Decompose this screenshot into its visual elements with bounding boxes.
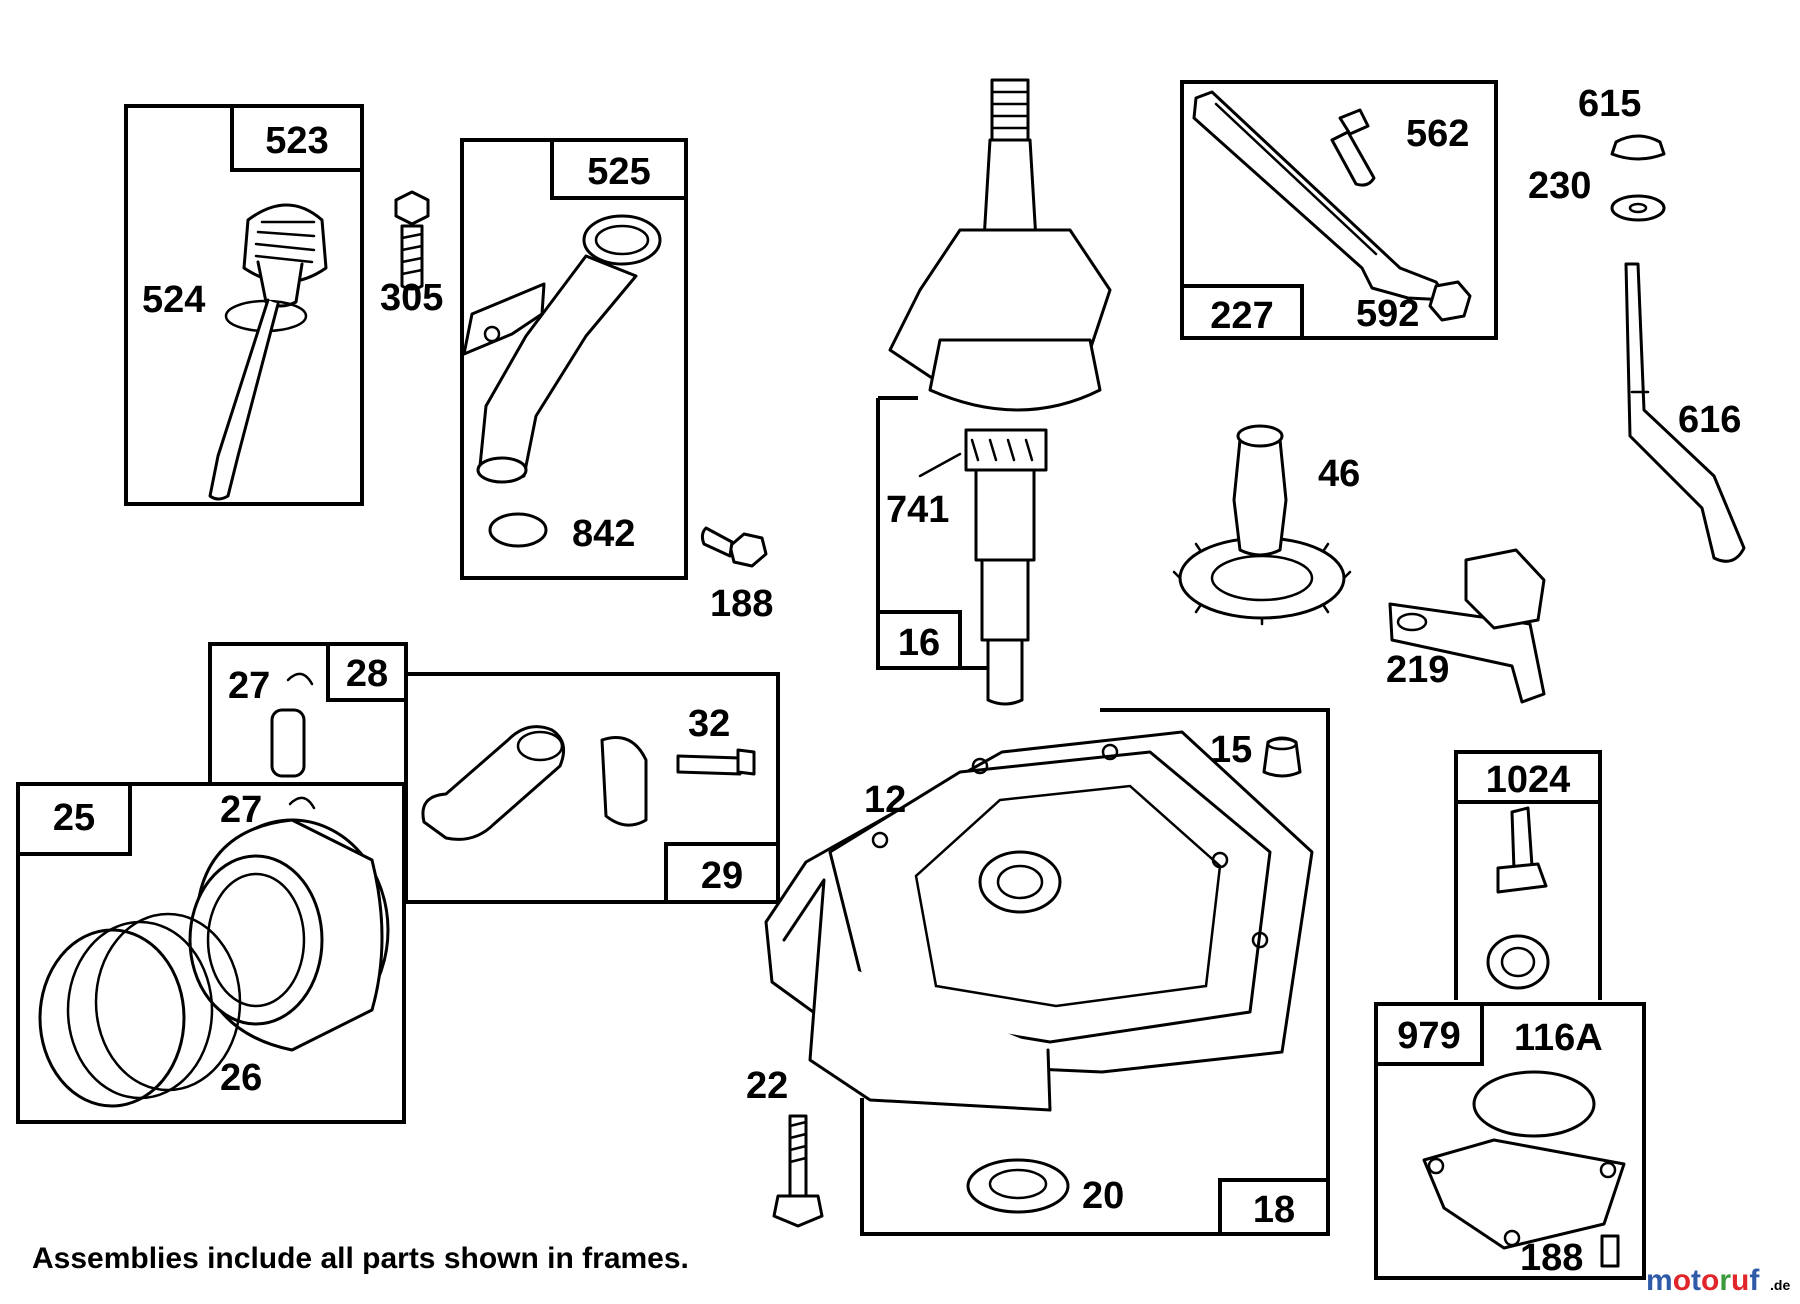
footnote: Assemblies include all parts shown in fr… (32, 1242, 689, 1275)
watermark-text: motoruf (1646, 1264, 1760, 1297)
washer-230-hole (1628, 202, 1648, 214)
watermark-logo: motoruf .de (1646, 1264, 1790, 1297)
part-label-562: 562 (1406, 113, 1469, 155)
frame-28-number: 28 (346, 653, 388, 695)
part-label-592: 592 (1356, 293, 1419, 335)
part-label-230: 230 (1528, 165, 1591, 207)
frame-523-number: 523 (265, 120, 328, 162)
bushing-615 (1610, 134, 1666, 161)
frame-29-number: 29 (701, 855, 743, 897)
part-label-842: 842 (572, 513, 635, 555)
camshaft-46 (1172, 424, 1352, 626)
watermark-suffix: .de (1770, 1277, 1790, 1293)
frame-227: 227 (1180, 80, 1498, 340)
bolt-188-lower (1600, 1234, 1620, 1268)
part-label-188-lower: 188 (1520, 1237, 1583, 1279)
leader-741 (918, 452, 962, 478)
circlip-27-lower (288, 796, 316, 810)
part-label-741: 741 (886, 489, 949, 531)
part-label-12: 12 (864, 779, 906, 821)
pump-cover-part (1422, 1138, 1626, 1250)
part-label-46: 46 (1318, 453, 1360, 495)
bolt-305 (394, 190, 430, 291)
frame-227-number: 227 (1210, 295, 1273, 337)
circlip-27-upper (286, 672, 314, 686)
oil-pump-shaft-part (1486, 806, 1550, 990)
part-label-32: 32 (688, 703, 730, 745)
frame-525-number: 525 (587, 151, 650, 193)
frame-16-number: 16 (898, 622, 940, 664)
part-label-219: 219 (1386, 649, 1449, 691)
part-label-188-upper: 188 (710, 583, 773, 625)
connecting-rod-part (421, 725, 648, 841)
part-label-27-upper: 27 (228, 665, 270, 707)
governor-shaft-616 (1624, 262, 1746, 563)
part-label-26: 26 (220, 1057, 262, 1099)
part-label-27-lower: 27 (220, 789, 262, 831)
oil-seal-20 (966, 1158, 1070, 1214)
piston-part (188, 818, 390, 1052)
frame-16: 16 (876, 396, 990, 670)
part-label-616: 616 (1678, 399, 1741, 441)
rod-bolt-32 (676, 748, 756, 776)
part-label-22: 22 (746, 1065, 788, 1107)
dipstick-part (208, 203, 328, 501)
frame-979: 979 (1374, 1002, 1646, 1280)
frame-1024-number: 1024 (1486, 759, 1571, 801)
bolt-22 (772, 1114, 824, 1228)
part-label-15: 15 (1210, 729, 1252, 771)
bolt-188-upper (700, 526, 768, 568)
governor-lever-part (1192, 90, 1472, 322)
part-label-524: 524 (142, 279, 205, 321)
crankcase-sump-part (764, 730, 1314, 1112)
frame-25: 25 (16, 782, 406, 1124)
crankshaft-part (888, 78, 1112, 706)
part-label-116A: 116A (1514, 1017, 1603, 1059)
plug-15 (1262, 736, 1302, 778)
governor-219 (1388, 548, 1546, 704)
frame-523: 523 (124, 104, 364, 506)
o-ring-842 (488, 512, 548, 548)
frame-18-number: 18 (1253, 1189, 1295, 1231)
gasket-116A (1472, 1070, 1596, 1138)
oil-fill-tube-part (462, 214, 662, 484)
frame-1024: 1024 (1454, 750, 1602, 1000)
part-label-305: 305 (380, 277, 443, 319)
frame-18: 18 (860, 708, 1330, 1236)
piston-pin (270, 708, 306, 778)
piston-rings-26 (38, 912, 242, 1108)
frame-525: 525 (460, 138, 688, 580)
frame-979-number: 979 (1397, 1015, 1460, 1057)
part-label-20: 20 (1082, 1175, 1124, 1217)
washer-230 (1610, 194, 1666, 222)
frame-25-number: 25 (53, 797, 95, 839)
part-label-615: 615 (1578, 83, 1641, 125)
